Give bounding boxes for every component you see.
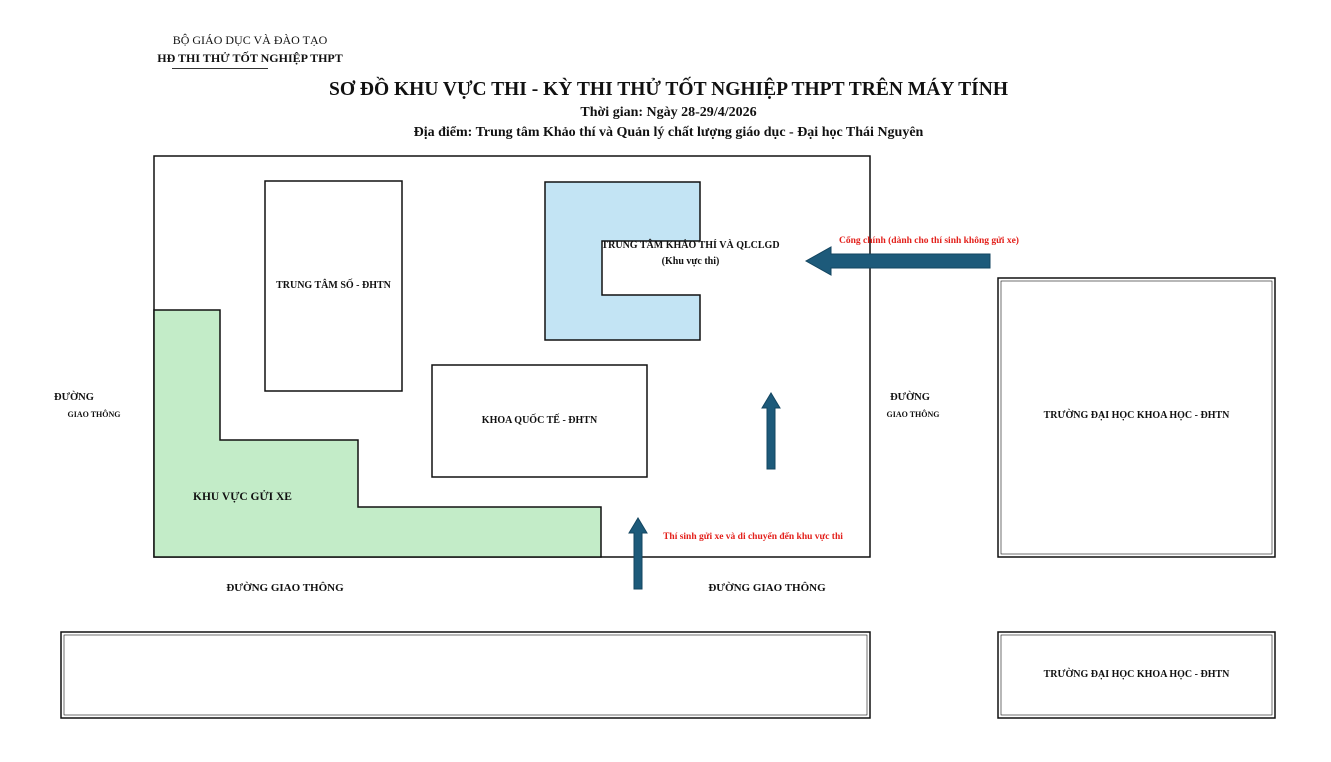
exam-center-label: TRUNG TÂM KHẢO THÍ VÀ QLCLGD	[601, 240, 780, 251]
council-name: HĐ THI THỬ TỐT NGHIỆP THPT	[157, 51, 343, 65]
arrow-up-icon	[761, 392, 781, 470]
ministry-name: BỘ GIÁO DỤC VÀ ĐÀO TẠO	[172, 33, 328, 47]
road-bottom-left-label: ĐƯỜNG GIAO THÔNG	[226, 582, 344, 594]
arrow-left-icon	[804, 246, 991, 276]
road-mid-label-2: GIAO THÔNG	[886, 410, 940, 419]
science-univ-building-2	[997, 631, 1276, 719]
exam-area-label: (Khu vực thi)	[661, 256, 720, 267]
road-bottom-right-label: ĐƯỜNG GIAO THÔNG	[708, 582, 826, 594]
science-univ-building	[997, 277, 1276, 558]
parking-route-note: Thí sinh gửi xe và di chuyển đến khu vực…	[663, 532, 843, 542]
road-left-label-1: ĐƯỜNG	[54, 392, 94, 403]
page-title: SƠ ĐỒ KHU VỰC THI - KỲ THI THỬ TỐT NGHIỆ…	[328, 79, 1009, 100]
digital-center-building	[264, 180, 403, 392]
science-univ-label: TRƯỜNG ĐẠI HỌC KHOA HỌC - ĐHTN	[1043, 410, 1230, 421]
exam-time: Thời gian: Ngày 28-29/4/2026	[580, 105, 757, 120]
road-left-label-2: GIAO THÔNG	[67, 410, 121, 419]
road-mid-label-1: ĐƯỜNG	[890, 392, 930, 403]
exam-center-building	[544, 181, 701, 341]
science-univ-label-2: TRƯỜNG ĐẠI HỌC KHOA HỌC - ĐHTN	[1043, 669, 1230, 680]
main-gate-note: Cổng chính (dành cho thí sinh không gửi …	[839, 236, 1019, 246]
intl-faculty-label: KHOA QUỐC TẾ - ĐHTN	[481, 415, 598, 426]
intl-faculty-building	[431, 364, 648, 478]
digital-center-label: TRUNG TÂM SỐ - ĐHTN	[276, 280, 391, 291]
arrow-up-icon	[628, 517, 648, 590]
parking-area	[153, 309, 602, 558]
exam-place: Địa điểm: Trung tâm Khảo thí và Quản lý …	[413, 125, 924, 140]
parking-label: KHU VỰC GỬI XE	[193, 491, 292, 503]
bottom-building	[60, 631, 871, 719]
council-underline	[172, 68, 268, 69]
